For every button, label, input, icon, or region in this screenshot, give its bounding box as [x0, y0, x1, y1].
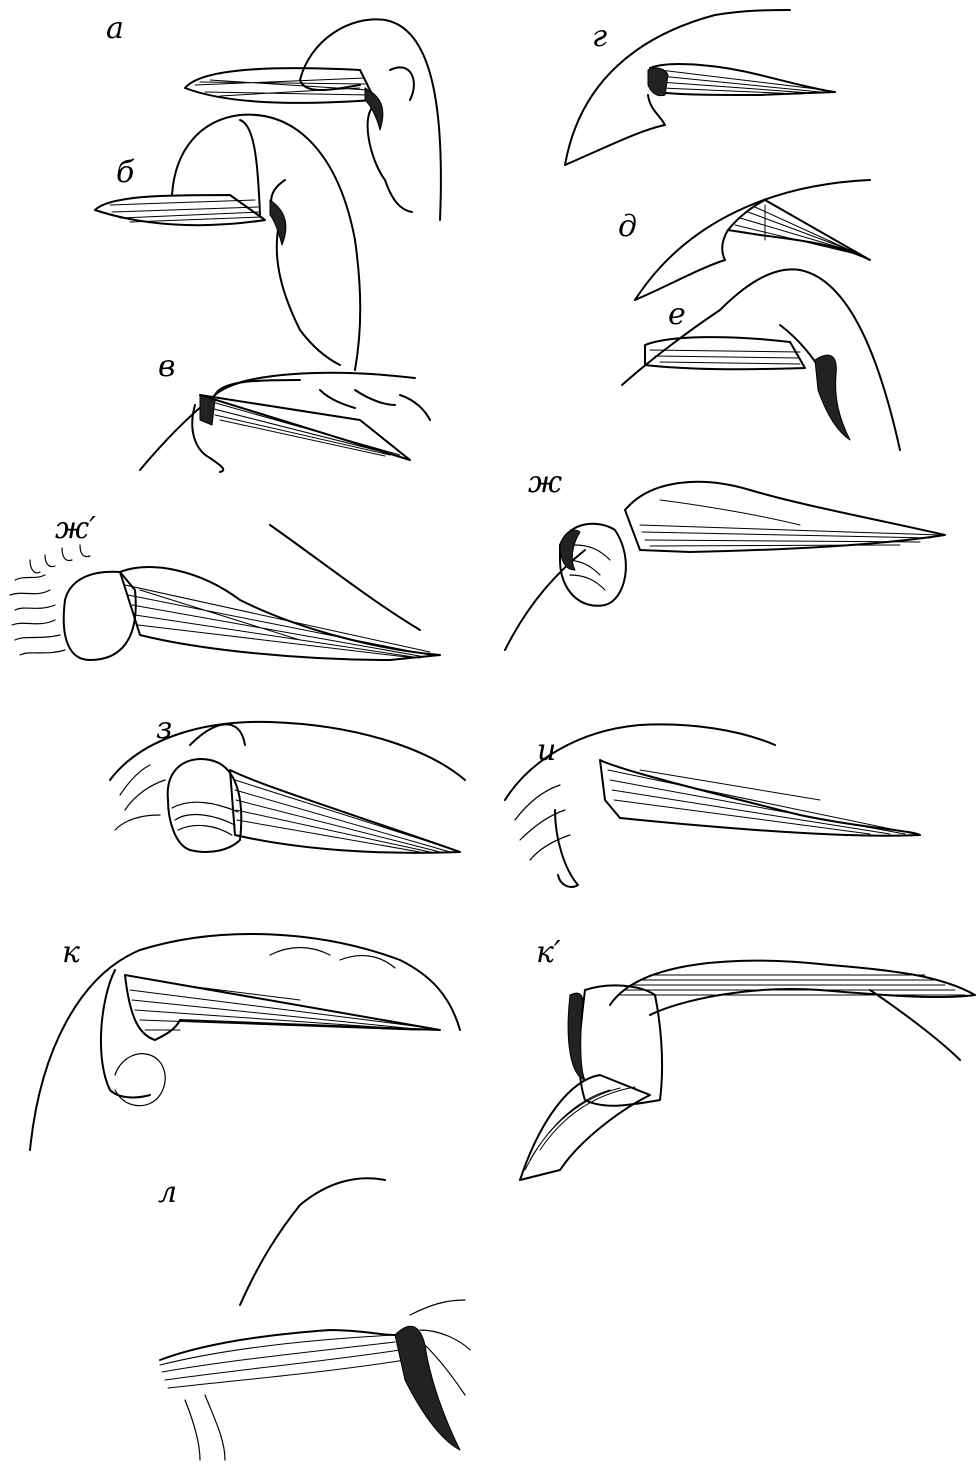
panel-k-drawing [30, 934, 460, 1150]
panel-label-b: б [116, 158, 134, 188]
panel-label-z: з [156, 714, 172, 744]
panel-zh-drawing [505, 482, 945, 650]
panel-label-l: л [158, 1178, 177, 1208]
panel-label-e: е [668, 300, 686, 330]
panel-label-zh: ж [528, 468, 562, 498]
panel-e-drawing [622, 269, 900, 450]
panel-label-g: г [592, 22, 607, 52]
panel-label-v: в [158, 352, 175, 382]
panel-label-d: д [618, 212, 637, 242]
panel-label-a: а [106, 14, 124, 44]
panel-k-prime-drawing [520, 961, 975, 1180]
panel-label-k-prime: к′ [536, 938, 561, 968]
panel-v-drawing [140, 373, 430, 472]
panel-i-drawing [505, 724, 920, 887]
panel-label-k: к [62, 938, 80, 968]
panel-label-i: и [537, 736, 556, 766]
panel-l-drawing [160, 1178, 470, 1460]
panel-label-zh-prime: ж′ [55, 514, 96, 544]
panel-b-drawing [95, 115, 360, 370]
